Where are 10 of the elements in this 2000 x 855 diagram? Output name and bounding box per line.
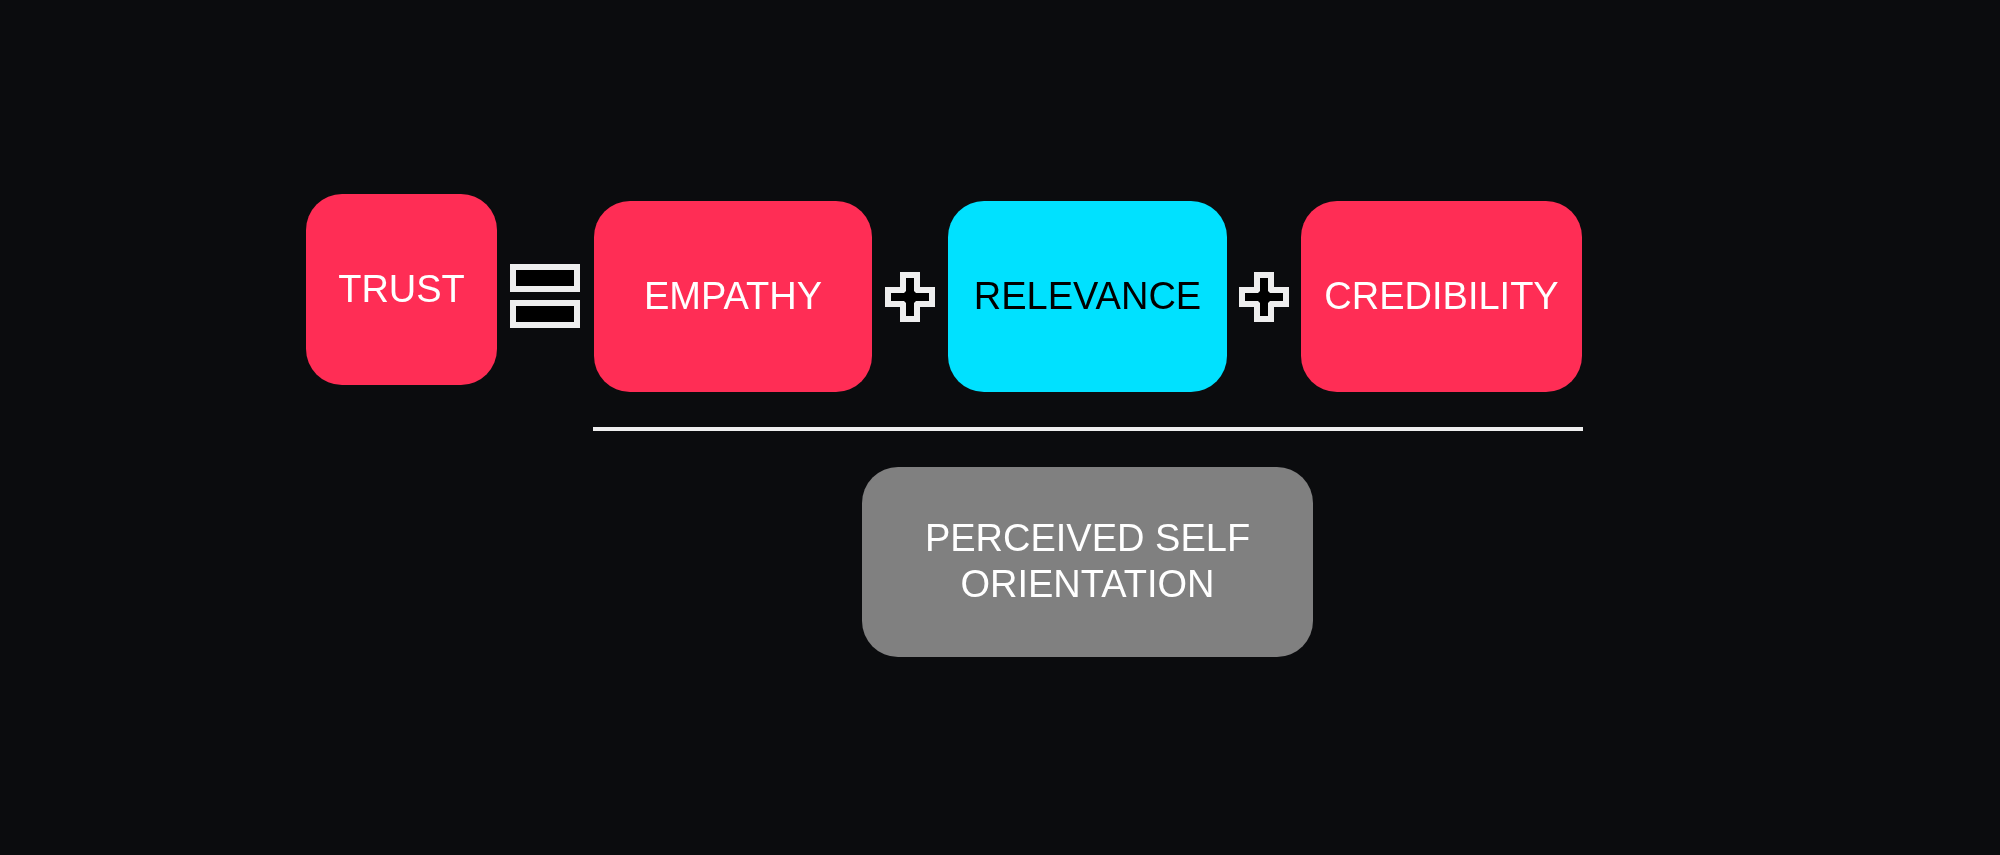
- term-box: [306, 194, 497, 385]
- term-label: EMPATHY: [643, 273, 823, 319]
- term-box: [862, 467, 1313, 657]
- term-box: [948, 201, 1227, 392]
- term-label: CREDIBILITY: [1324, 273, 1559, 319]
- term-label: TRUST: [338, 266, 465, 312]
- term-label: PERCEIVED SELF ORIENTATION: [923, 516, 1252, 607]
- term-box: [594, 201, 872, 392]
- term-box: [1301, 201, 1582, 392]
- term-label: RELEVANCE: [973, 273, 1202, 319]
